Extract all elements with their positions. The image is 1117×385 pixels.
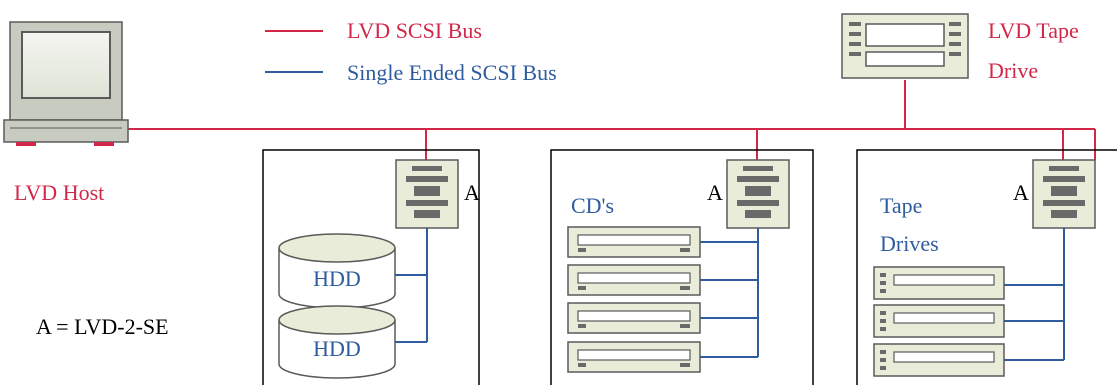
converter-marker: A xyxy=(1013,180,1029,205)
cd-drive-icon xyxy=(567,226,701,258)
hdd-label: HDD xyxy=(313,336,361,361)
cd-drive-icon xyxy=(567,341,701,373)
tape-unit-icon xyxy=(873,304,1005,338)
tape-enclosure-title-line1: Tape xyxy=(880,193,923,218)
converter-icon xyxy=(395,159,459,229)
tape-drive-label-line2: Drive xyxy=(988,58,1039,83)
enclosure-tape xyxy=(856,149,1117,385)
host-label: LVD Host xyxy=(14,180,105,205)
enclosure-hdd xyxy=(262,149,480,385)
hdd-icon xyxy=(278,233,396,309)
converter-icon xyxy=(1032,159,1096,229)
converter-icon xyxy=(726,159,790,229)
legend-lvd-label: LVD SCSI Bus xyxy=(347,18,482,43)
cd-drive-icon xyxy=(567,302,701,334)
legend-se-label: Single Ended SCSI Bus xyxy=(347,60,557,85)
hdd-label: HDD xyxy=(313,266,361,291)
converter-marker: A xyxy=(464,180,480,205)
tape-unit-icon xyxy=(873,343,1005,377)
key-text: A = LVD-2-SE xyxy=(36,314,169,339)
se-bus-hdd xyxy=(395,228,428,343)
enclosure-cd xyxy=(550,149,814,385)
tape-unit-icon xyxy=(873,266,1005,300)
tape-drive-label-line1: LVD Tape xyxy=(988,18,1079,43)
tape-drive-icon xyxy=(841,13,969,79)
se-bus-tape xyxy=(1004,228,1065,361)
cd-drive-icon xyxy=(567,264,701,296)
tape-enclosure-title-line2: Drives xyxy=(880,231,939,256)
hdd-icon xyxy=(278,305,396,379)
monitor-icon xyxy=(3,21,129,146)
converter-marker: A xyxy=(707,180,723,205)
cd-enclosure-title: CD's xyxy=(571,193,615,218)
se-bus-cd xyxy=(700,228,759,358)
